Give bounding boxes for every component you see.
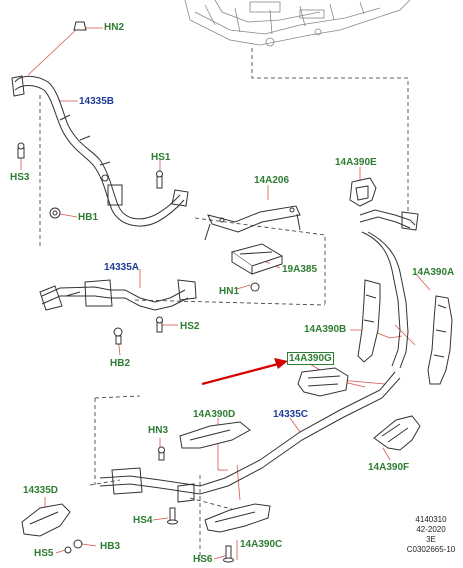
callout-14335d: 14335D — [23, 485, 59, 496]
callout-hb1: HB1 — [78, 212, 99, 223]
callout-14335c: 14335C — [273, 409, 309, 420]
callout-hs6: HS6 — [193, 554, 213, 565]
heat-shield-14a390f — [373, 415, 421, 451]
pipe-14335c — [99, 371, 401, 503]
module-19a385 — [230, 243, 284, 275]
reference-line-3: 3E — [426, 535, 436, 544]
callout-hb2: HB2 — [110, 358, 131, 369]
heat-shield-14a390a — [427, 295, 453, 385]
heat-shield-14a390g — [297, 367, 349, 397]
callout-hn3: HN3 — [148, 425, 169, 436]
callout-hb3: HB3 — [100, 541, 121, 552]
pipe-14335a — [39, 279, 197, 311]
callout-14a206: 14A206 — [254, 175, 290, 186]
callout-14a390f: 14A390F — [368, 462, 410, 473]
callout-hs5: HS5 — [34, 548, 54, 559]
callout-14a390a: 14A390A — [412, 267, 455, 278]
reference-block: 4140310 42-2020 3E C0302665-10 — [405, 515, 457, 555]
heat-shield-14a390d — [179, 421, 251, 449]
callout-14a390d: 14A390D — [193, 409, 236, 420]
fasteners — [17, 21, 260, 563]
heat-shield-14a390c — [204, 503, 271, 533]
callout-14a390e: 14A390E — [335, 157, 377, 168]
dashed-guides — [39, 48, 409, 560]
reference-line-4: C0302665-10 — [406, 545, 456, 554]
callout-14335b: 14335B — [79, 96, 115, 107]
callout-hn1: HN1 — [219, 286, 240, 297]
engine-block — [184, 0, 411, 47]
heat-shield-14a390e — [349, 177, 377, 207]
highlight-arrow — [201, 358, 288, 386]
callout-14a390c: 14A390C — [240, 539, 283, 550]
callout-hs2: HS2 — [180, 321, 200, 332]
callout-hn2: HN2 — [104, 22, 125, 33]
reference-line-1: 4140310 — [415, 515, 447, 524]
bracket-14a206 — [204, 205, 301, 241]
heat-shield-14335d — [21, 503, 71, 537]
callout-14a390b: 14A390B — [304, 324, 347, 335]
callout-19a385: 19A385 — [282, 264, 318, 275]
pipe-14335b — [11, 75, 189, 227]
callout-hs1: HS1 — [151, 152, 171, 163]
callout-14335a: 14335A — [104, 262, 140, 273]
callout-hs3: HS3 — [10, 172, 30, 183]
heat-shield-14a390b — [357, 279, 381, 363]
callout-hs4: HS4 — [133, 515, 153, 526]
pipe-14335c-right — [359, 209, 419, 369]
callout-14a390g: 14A390G — [287, 352, 334, 365]
reference-line-2: 42-2020 — [416, 525, 446, 534]
